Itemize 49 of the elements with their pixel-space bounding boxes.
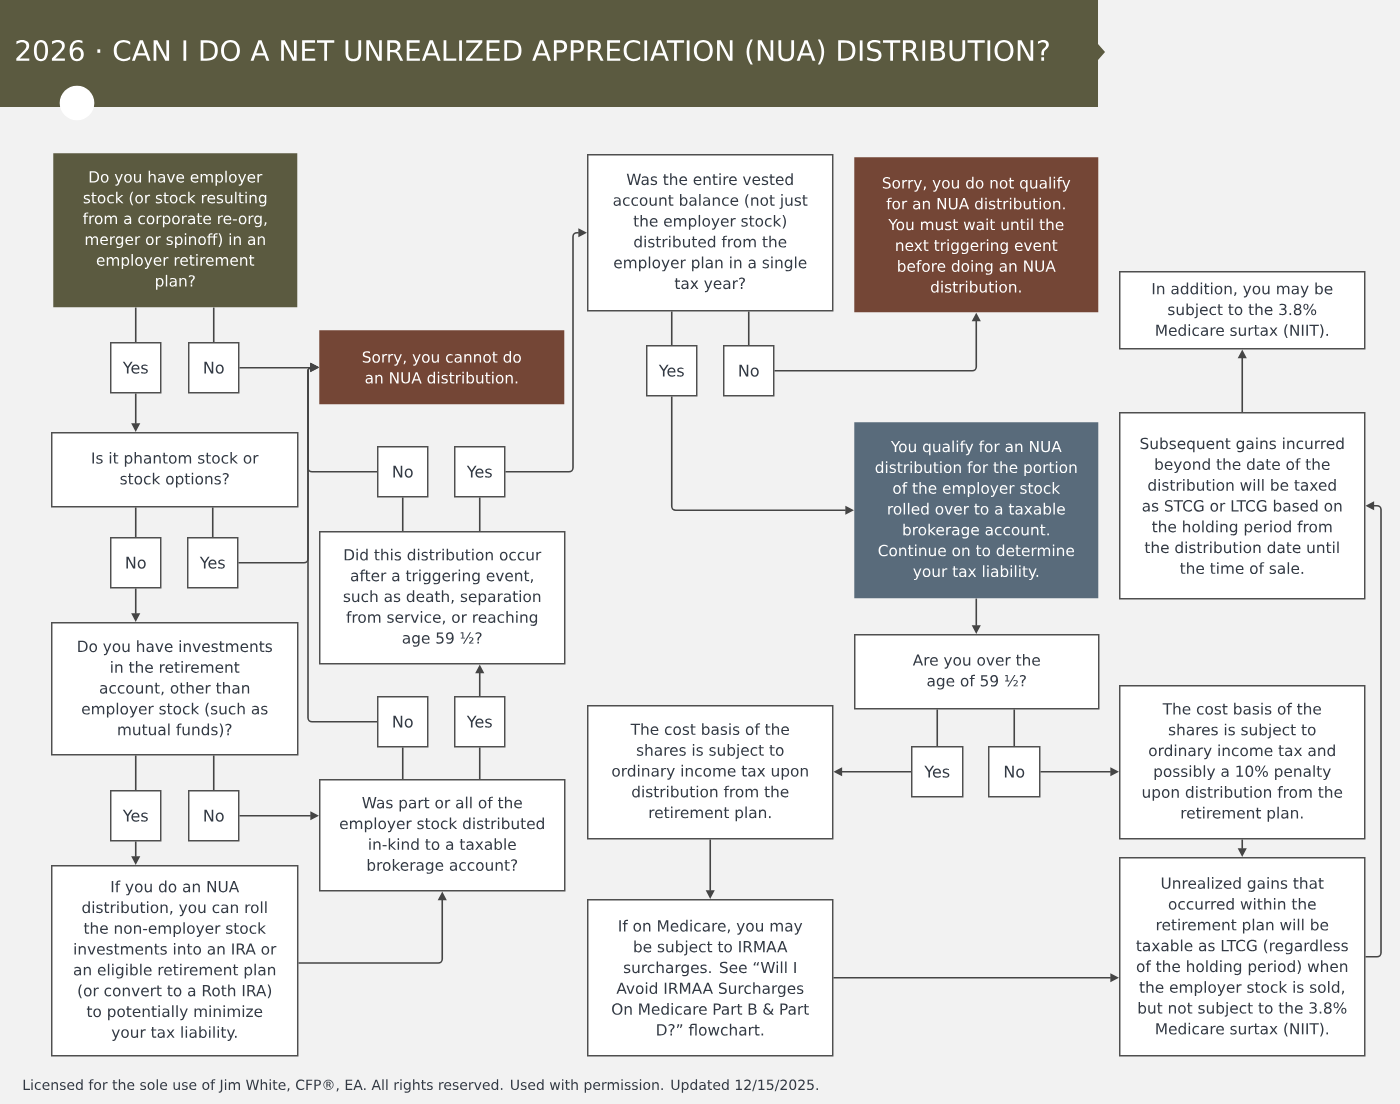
connector-line <box>1013 708 1016 747</box>
info-box: Unrealized gains that occurred within the retirement plan will be taxable as LTCG (regardless of the holding period) when the employer stock is sold, but not subject to the 3.8% Medicare surtax (NIIT). <box>1119 857 1366 1057</box>
connector-line <box>401 746 404 780</box>
info-box: The cost basis of the shares is subject to ordinary income tax and possibly a 10% penalty upon distribution from the retirement plan. <box>1119 685 1366 840</box>
choice-box: No <box>377 446 429 498</box>
arrow <box>131 392 141 432</box>
connector-line <box>134 754 137 791</box>
connector-line <box>211 506 214 538</box>
footer-note: Licensed for the sole use of Jim White, CFP®, EA. All rights reserved. Used with permission. Updated 12/15/2025. <box>23 1079 818 1093</box>
info-box: Subsequent gains incurred beyond the date of the distribution will be taxed as STCG or LTCG based on the holding period from the distribution date until the time of sale. <box>1119 412 1366 600</box>
connector-line <box>401 496 404 532</box>
choice-box: Yes <box>454 696 506 748</box>
choice-box: Yes <box>454 446 506 498</box>
question-box: Are you over the age of 59 ½? <box>854 634 1100 710</box>
question-box: Was part or all of the employer stock distributed in-kind to a taxable brokerage account? <box>319 779 566 892</box>
choice-box: Yes <box>187 537 239 589</box>
question-box: Is it phantom stock or stock options? <box>51 432 299 508</box>
connector-line <box>747 310 750 346</box>
choice-box: Yes <box>646 345 698 397</box>
result-box: Sorry, you cannot do an NUA distribution. <box>319 330 565 405</box>
connector-line <box>134 506 137 538</box>
choice-box: No <box>110 537 162 589</box>
connector-line <box>134 306 137 343</box>
choice-box: No <box>988 746 1041 798</box>
result-box: Sorry, you do not qualify for an NUA distribution. You must wait until the next triggering event before doing an NUA distribution. <box>854 157 1099 313</box>
question-box: Did this distribution occur after a triggering event, such as death, separation from service, or reaching age 59 ½? <box>319 531 566 665</box>
question-box: Do you have employer stock (or stock resulting from a corporate re-org, merger or spinoff) in an employer retirement plan? <box>53 153 298 308</box>
title-banner: 2026 · CAN I DO A NET UNREALIZED APPRECIATION (NUA) DISTRIBUTION? <box>0 0 1105 107</box>
connector-line <box>212 306 215 343</box>
info-box: The cost basis of the shares is subject to ordinary income tax upon distribution from the retirement plan. <box>587 705 834 840</box>
question-box: Was the entire vested account balance (not just the employer stock) distributed from the employer plan in a single tax year? <box>587 154 834 312</box>
choice-box: Yes <box>110 342 162 394</box>
choice-box: Yes <box>110 790 162 842</box>
result-box: You qualify for an NUA distribution for the portion of the employer stock rolled over to a taxable brokerage account. Continue on to determine your tax liability. <box>854 422 1099 599</box>
choice-box: No <box>188 790 240 842</box>
connector-line <box>478 496 481 532</box>
connector-line <box>670 310 673 346</box>
choice-box: Yes <box>911 746 964 798</box>
connector-line <box>936 708 939 747</box>
info-box: If you do an NUA distribution, you can roll the non-employer stock investments into an IRA or an eligible retirement plan (or convert to a Roth IRA) to potentially minimize your tax liability. <box>51 865 299 1057</box>
info-box: In addition, you may be subject to the 3.8% Medicare surtax (NIIT). <box>1119 271 1366 350</box>
connector-line <box>212 754 215 791</box>
arrow <box>307 362 378 473</box>
question-box: Do you have investments in the retirement account, other than employer stock (such as mutual funds)? <box>51 622 299 756</box>
choice-box: No <box>723 345 775 397</box>
info-box: If on Medicare, you may be subject to IRMAA surcharges. See “Will I Avoid IRMAA Surcharges On Medicare Part B & Part D?” flowchart. <box>587 899 834 1057</box>
choice-box: No <box>377 696 429 748</box>
connector-line <box>478 746 481 780</box>
choice-box: No <box>188 342 240 394</box>
